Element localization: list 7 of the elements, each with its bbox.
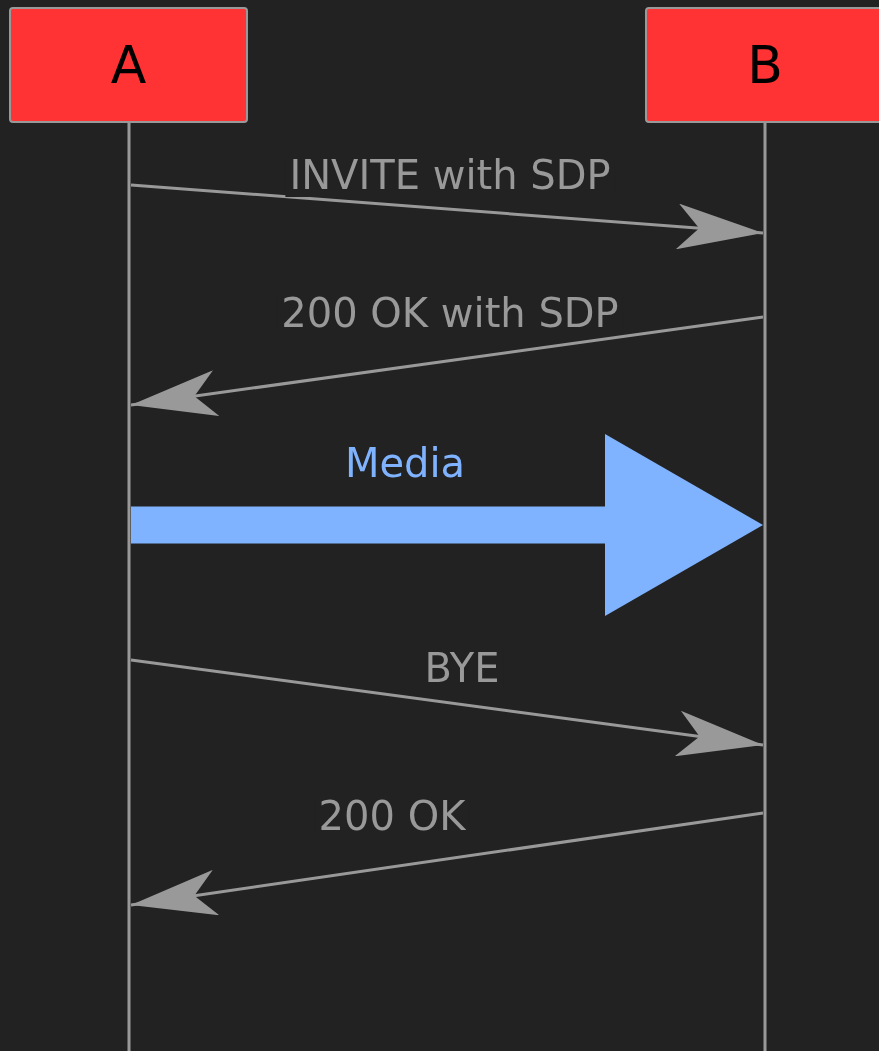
message-arrow <box>130 811 764 916</box>
participant-name: B <box>747 39 783 91</box>
message-arrow <box>130 315 764 416</box>
participant-name: A <box>110 39 147 91</box>
message-arrow <box>130 658 764 757</box>
message-arrow <box>130 183 764 250</box>
thick-arrow <box>131 434 763 616</box>
